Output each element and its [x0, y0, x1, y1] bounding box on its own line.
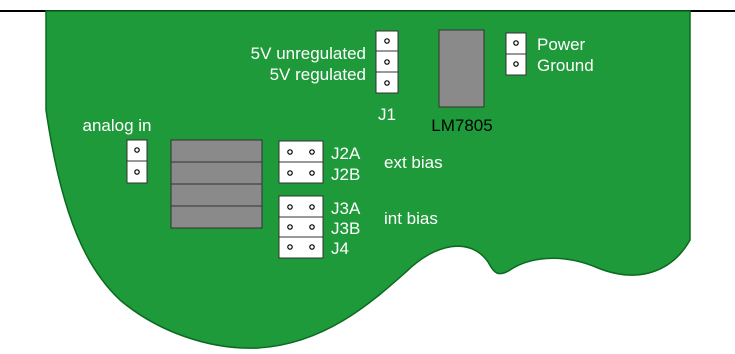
power-ground-header	[505, 32, 527, 76]
pcb-board	[45, 10, 691, 349]
label-5v-unregulated: 5V unregulated	[251, 44, 366, 63]
label-power: Power	[537, 35, 586, 54]
label-j3b: J3B	[331, 219, 360, 238]
label-j4: J4	[331, 239, 349, 258]
label-5v-regulated: 5V regulated	[270, 65, 366, 84]
j2-headers	[278, 140, 324, 184]
label-lm7805: LM7805	[431, 116, 492, 135]
lm7805-regulator	[438, 29, 485, 108]
j1-header	[375, 30, 399, 94]
j3-j4-headers	[278, 195, 324, 259]
analog-in-header	[126, 139, 148, 184]
label-j1: J1	[378, 105, 396, 124]
label-analog-in: analog in	[82, 116, 151, 135]
label-ext-bias: ext bias	[384, 153, 443, 172]
label-j2b: J2B	[331, 165, 360, 184]
label-ground: Ground	[537, 56, 594, 75]
label-int-bias: int bias	[384, 209, 438, 228]
label-j2a: J2A	[331, 144, 361, 163]
label-j3a: J3A	[331, 199, 361, 218]
chip-stack	[170, 139, 263, 229]
